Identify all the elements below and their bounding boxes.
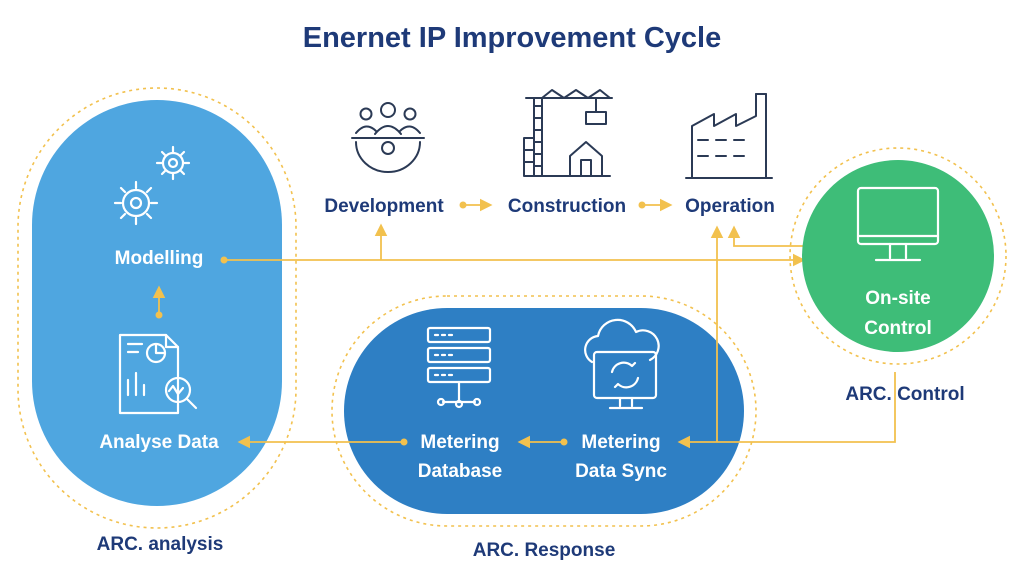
control-dashed-outline bbox=[789, 147, 1007, 365]
construction-label: Construction bbox=[508, 196, 626, 217]
analysis-pill bbox=[32, 100, 282, 506]
control-group-label: ARC. Control bbox=[845, 384, 964, 405]
metering-data-sync-label-line1: Metering bbox=[581, 432, 660, 453]
report-analysis-icon bbox=[118, 333, 198, 415]
response-pill bbox=[344, 308, 744, 514]
gears-icon bbox=[113, 145, 191, 226]
control-to-sync-arrow bbox=[677, 372, 896, 449]
development-label: Development bbox=[324, 196, 444, 217]
analysis-group-label: ARC. analysis bbox=[97, 534, 224, 555]
team-icon bbox=[351, 102, 425, 173]
metering-data-sync-label-line2: Data Sync bbox=[575, 461, 667, 482]
metering-database-label-line2: Database bbox=[418, 461, 503, 482]
crane-icon bbox=[523, 89, 613, 177]
cloud-sync-icon bbox=[584, 318, 660, 410]
operation-label: Operation bbox=[685, 196, 775, 217]
control-circle bbox=[802, 160, 994, 352]
response-group-label: ARC. Response bbox=[473, 540, 616, 561]
monitor-icon bbox=[856, 186, 940, 262]
analysis-dashed-outline bbox=[17, 87, 297, 529]
analyse-arrow-dot bbox=[155, 311, 163, 319]
onsite-control-label-line1: On-site bbox=[865, 288, 930, 309]
response-dashed-outline bbox=[331, 295, 757, 527]
control-to-operation-arrow bbox=[727, 225, 808, 247]
server-icon bbox=[426, 326, 492, 409]
analyse-data-label: Analyse Data bbox=[99, 432, 219, 453]
factory-icon bbox=[685, 93, 773, 179]
modelling-label: Modelling bbox=[115, 248, 204, 269]
onsite-control-label-line2: Control bbox=[864, 318, 932, 339]
diagram-title: Enernet IP Improvement Cycle bbox=[303, 22, 722, 54]
metering-database-label-line1: Metering bbox=[420, 432, 499, 453]
